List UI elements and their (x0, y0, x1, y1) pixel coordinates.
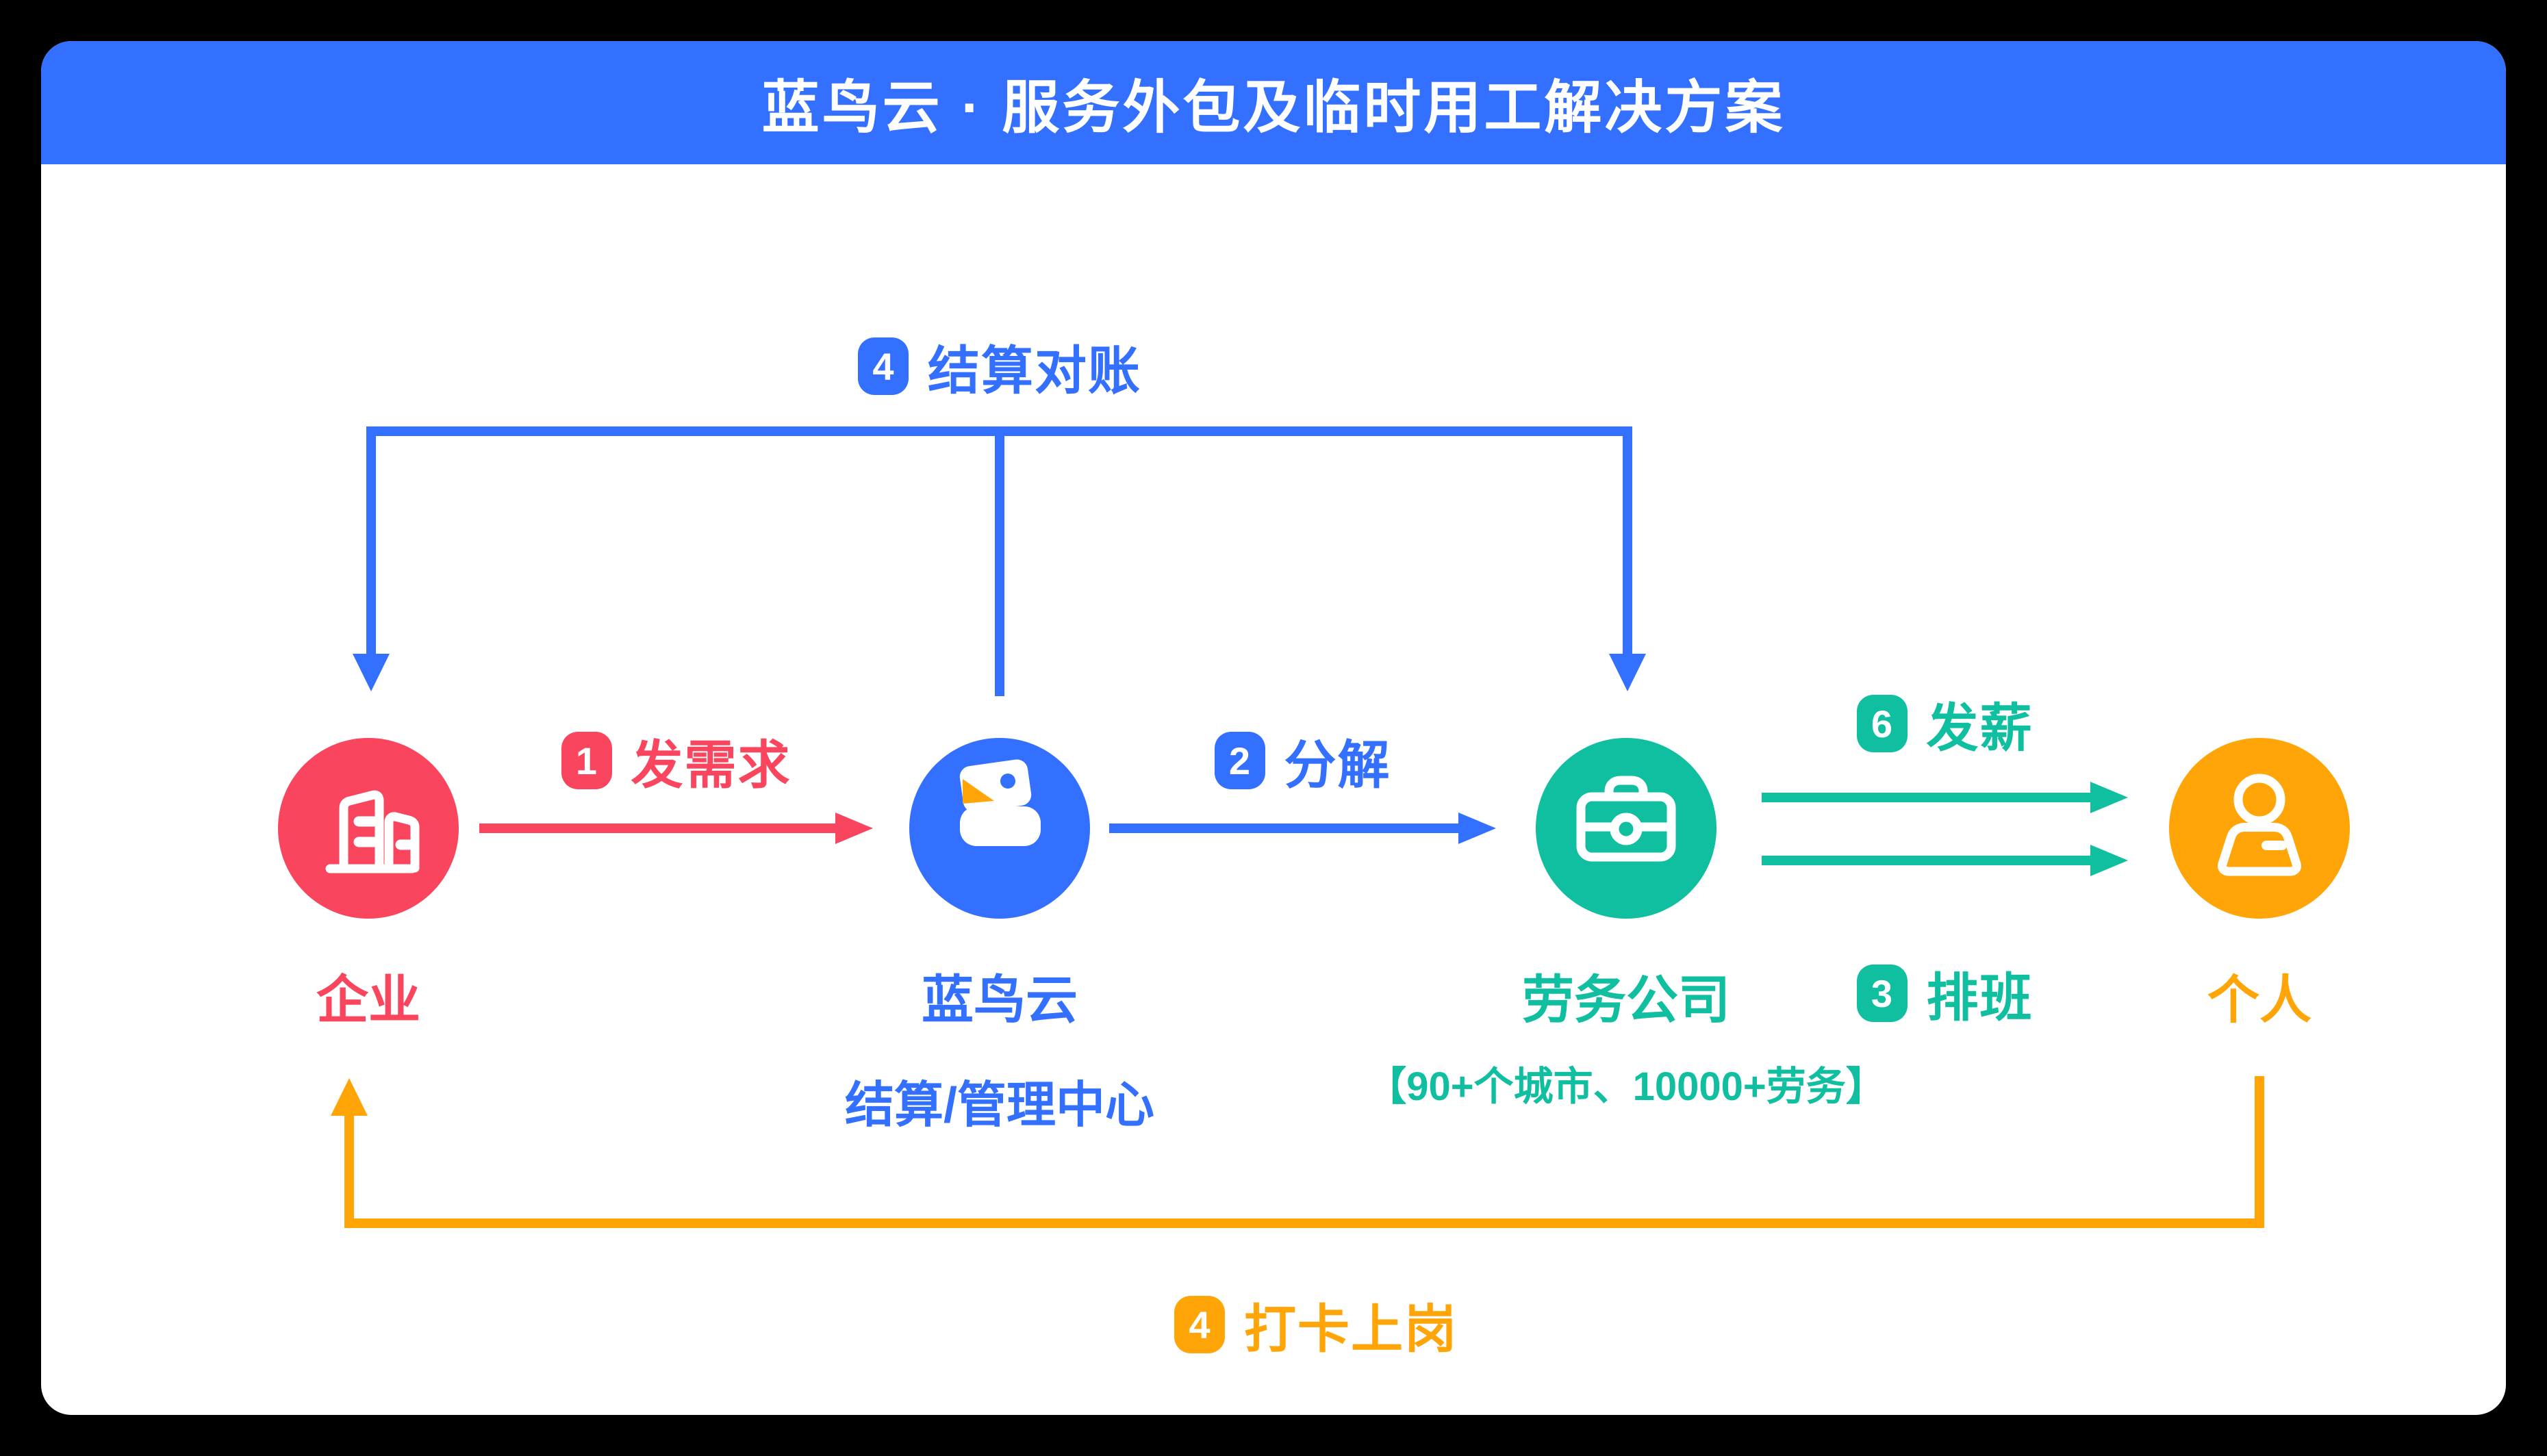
arrowhead-down-to-labor-company (1609, 654, 1646, 691)
node-label-lanniaoyun: 蓝鸟云 (922, 971, 1078, 1030)
reconciliation-line-left (366, 426, 376, 654)
step-number: 6 (1871, 702, 1893, 745)
decompose-arrow-line (1109, 823, 1458, 833)
flow-label-clockin: 4 打卡上岗 (1042, 1287, 1590, 1362)
node-lanniaoyun (909, 738, 1090, 919)
flow-label-reconciliation: 4 结算对账 (726, 329, 1274, 404)
step-badge-6: 6 (1856, 695, 1908, 752)
clockin-line-horizontal (344, 1218, 2264, 1228)
flow-text-decompose: 分解 (1284, 737, 1391, 795)
arrowhead-down-to-enterprise (353, 654, 390, 691)
flow-text-demand: 发需求 (631, 737, 791, 795)
node-labor-company (1536, 738, 1716, 919)
flow-text-payroll: 发薪 (1926, 700, 2033, 758)
step-number: 4 (1189, 1303, 1211, 1346)
node-enterprise (278, 738, 459, 919)
clockin-arrowhead-up (331, 1078, 368, 1116)
step-badge-4-clockin: 4 (1174, 1296, 1225, 1353)
solution-card: 蓝鸟云 · 服务外包及临时用工解决方案 4 结算对账 1 发需求 (41, 41, 2506, 1415)
flow-label-scheduling: 3 排班 (1762, 956, 2128, 1031)
step-number: 3 (1871, 971, 1893, 1015)
node-label-labor-company: 劳务公司 (1522, 971, 1730, 1030)
flow-label-demand: 1 发需求 (479, 723, 873, 798)
scheduling-arrow-line (1762, 856, 2090, 865)
clockin-line-left (344, 1116, 354, 1228)
payroll-arrow-line (1762, 793, 2090, 802)
step-number: 2 (1228, 739, 1251, 782)
step-badge-4-reconciliation: 4 (858, 337, 909, 395)
header-bar: 蓝鸟云 · 服务外包及临时用工解决方案 (41, 41, 2506, 164)
flow-label-payroll: 6 发薪 (1762, 686, 2128, 761)
clockin-line-right (2255, 1076, 2264, 1228)
scheduling-arrowhead (2090, 845, 2128, 876)
step-number: 4 (872, 344, 894, 388)
node-sublabel-labor-company: 【90+个城市、10000+劳务】 (1367, 1064, 1886, 1109)
person-icon (2218, 774, 2301, 876)
flow-text-clockin: 打卡上岗 (1244, 1301, 1458, 1359)
step-badge-1: 1 (561, 732, 612, 789)
flow-label-decompose: 2 分解 (1109, 723, 1496, 798)
node-label-individual: 个人 (2207, 971, 2311, 1030)
reconciliation-line-right (1623, 426, 1632, 654)
payroll-arrowhead (2090, 782, 2128, 813)
step-badge-3: 3 (1856, 965, 1908, 1022)
page-title: 蓝鸟云 · 服务外包及临时用工解决方案 (761, 75, 1786, 140)
step-number: 1 (575, 739, 598, 782)
demand-arrow-line (479, 823, 835, 833)
briefcase-icon (1576, 776, 1676, 862)
step-badge-2: 2 (1214, 732, 1265, 789)
building-icon (325, 790, 420, 873)
flow-text-reconciliation: 结算对账 (928, 342, 1141, 400)
reconciliation-line-middle (995, 426, 1004, 696)
node-individual (2169, 738, 2350, 919)
node-sublabel-lanniaoyun: 结算/管理中心 (844, 1078, 1154, 1133)
bird-logo-icon (959, 759, 1041, 846)
decompose-arrowhead (1458, 813, 1496, 844)
node-label-enterprise: 企业 (316, 971, 420, 1030)
flow-text-scheduling: 排班 (1926, 969, 2033, 1027)
demand-arrowhead (835, 813, 873, 844)
